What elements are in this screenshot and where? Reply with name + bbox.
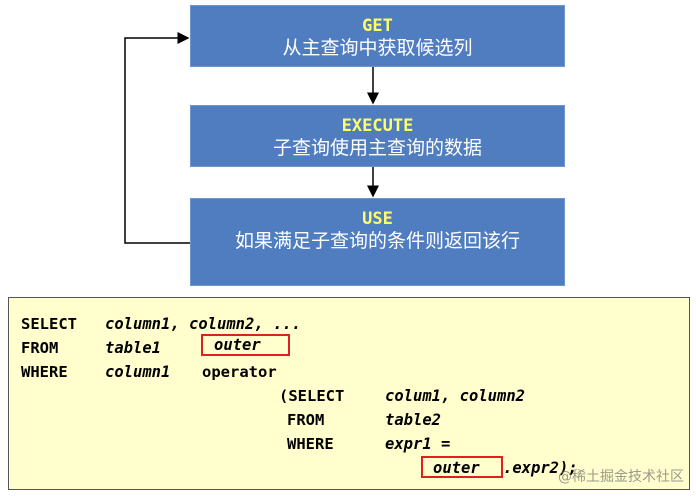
code-subquery-select: (SELECT	[279, 387, 345, 405]
outer-alias-highlight	[201, 334, 290, 356]
get-step-keyword: GET	[362, 16, 393, 36]
code-select-columns: column1, column2, ...	[105, 315, 301, 333]
flow-arrows	[124, 32, 379, 244]
correlated-alias-highlight	[421, 456, 503, 478]
code-subquery-table: table2	[385, 411, 441, 429]
code-subquery-expr1: expr1 =	[385, 435, 451, 453]
code-subquery-from: FROM	[287, 411, 325, 429]
sql-code-block: SELECT column1, column2, ... FROM table1…	[8, 297, 690, 490]
code-select-keyword: SELECT	[21, 315, 77, 333]
code-outer-alias: outer	[214, 336, 261, 354]
loop-back-arrow	[124, 32, 190, 244]
execute-step-keyword: EXECUTE	[341, 116, 414, 136]
code-where-column: column1	[105, 363, 171, 381]
execute-step-box: EXECUTE 子查询使用主查询的数据	[190, 105, 565, 167]
code-correlated-alias: outer	[433, 459, 480, 477]
code-outer-table: table1	[105, 339, 161, 357]
execute-step-description: 子查询使用主查询的数据	[272, 137, 482, 159]
code-from-keyword: FROM	[21, 339, 59, 357]
use-step-keyword: USE	[362, 209, 393, 229]
use-step-box: USE 如果满足子查询的条件则返回该行	[190, 198, 565, 286]
get-step-description: 从主查询中获取候选列	[282, 37, 473, 59]
code-where-keyword: WHERE	[21, 363, 68, 381]
watermark: @稀土掘金技术社区	[558, 469, 684, 485]
code-correlated-expr2: .expr2);	[503, 459, 578, 477]
use-step-description: 如果满足子查询的条件则返回该行	[234, 230, 520, 252]
code-operator: operator	[202, 363, 277, 381]
code-subquery-where: WHERE	[287, 435, 334, 453]
code-subquery-columns: colum1, column2	[385, 387, 525, 405]
get-step-box: GET 从主查询中获取候选列	[190, 5, 565, 67]
